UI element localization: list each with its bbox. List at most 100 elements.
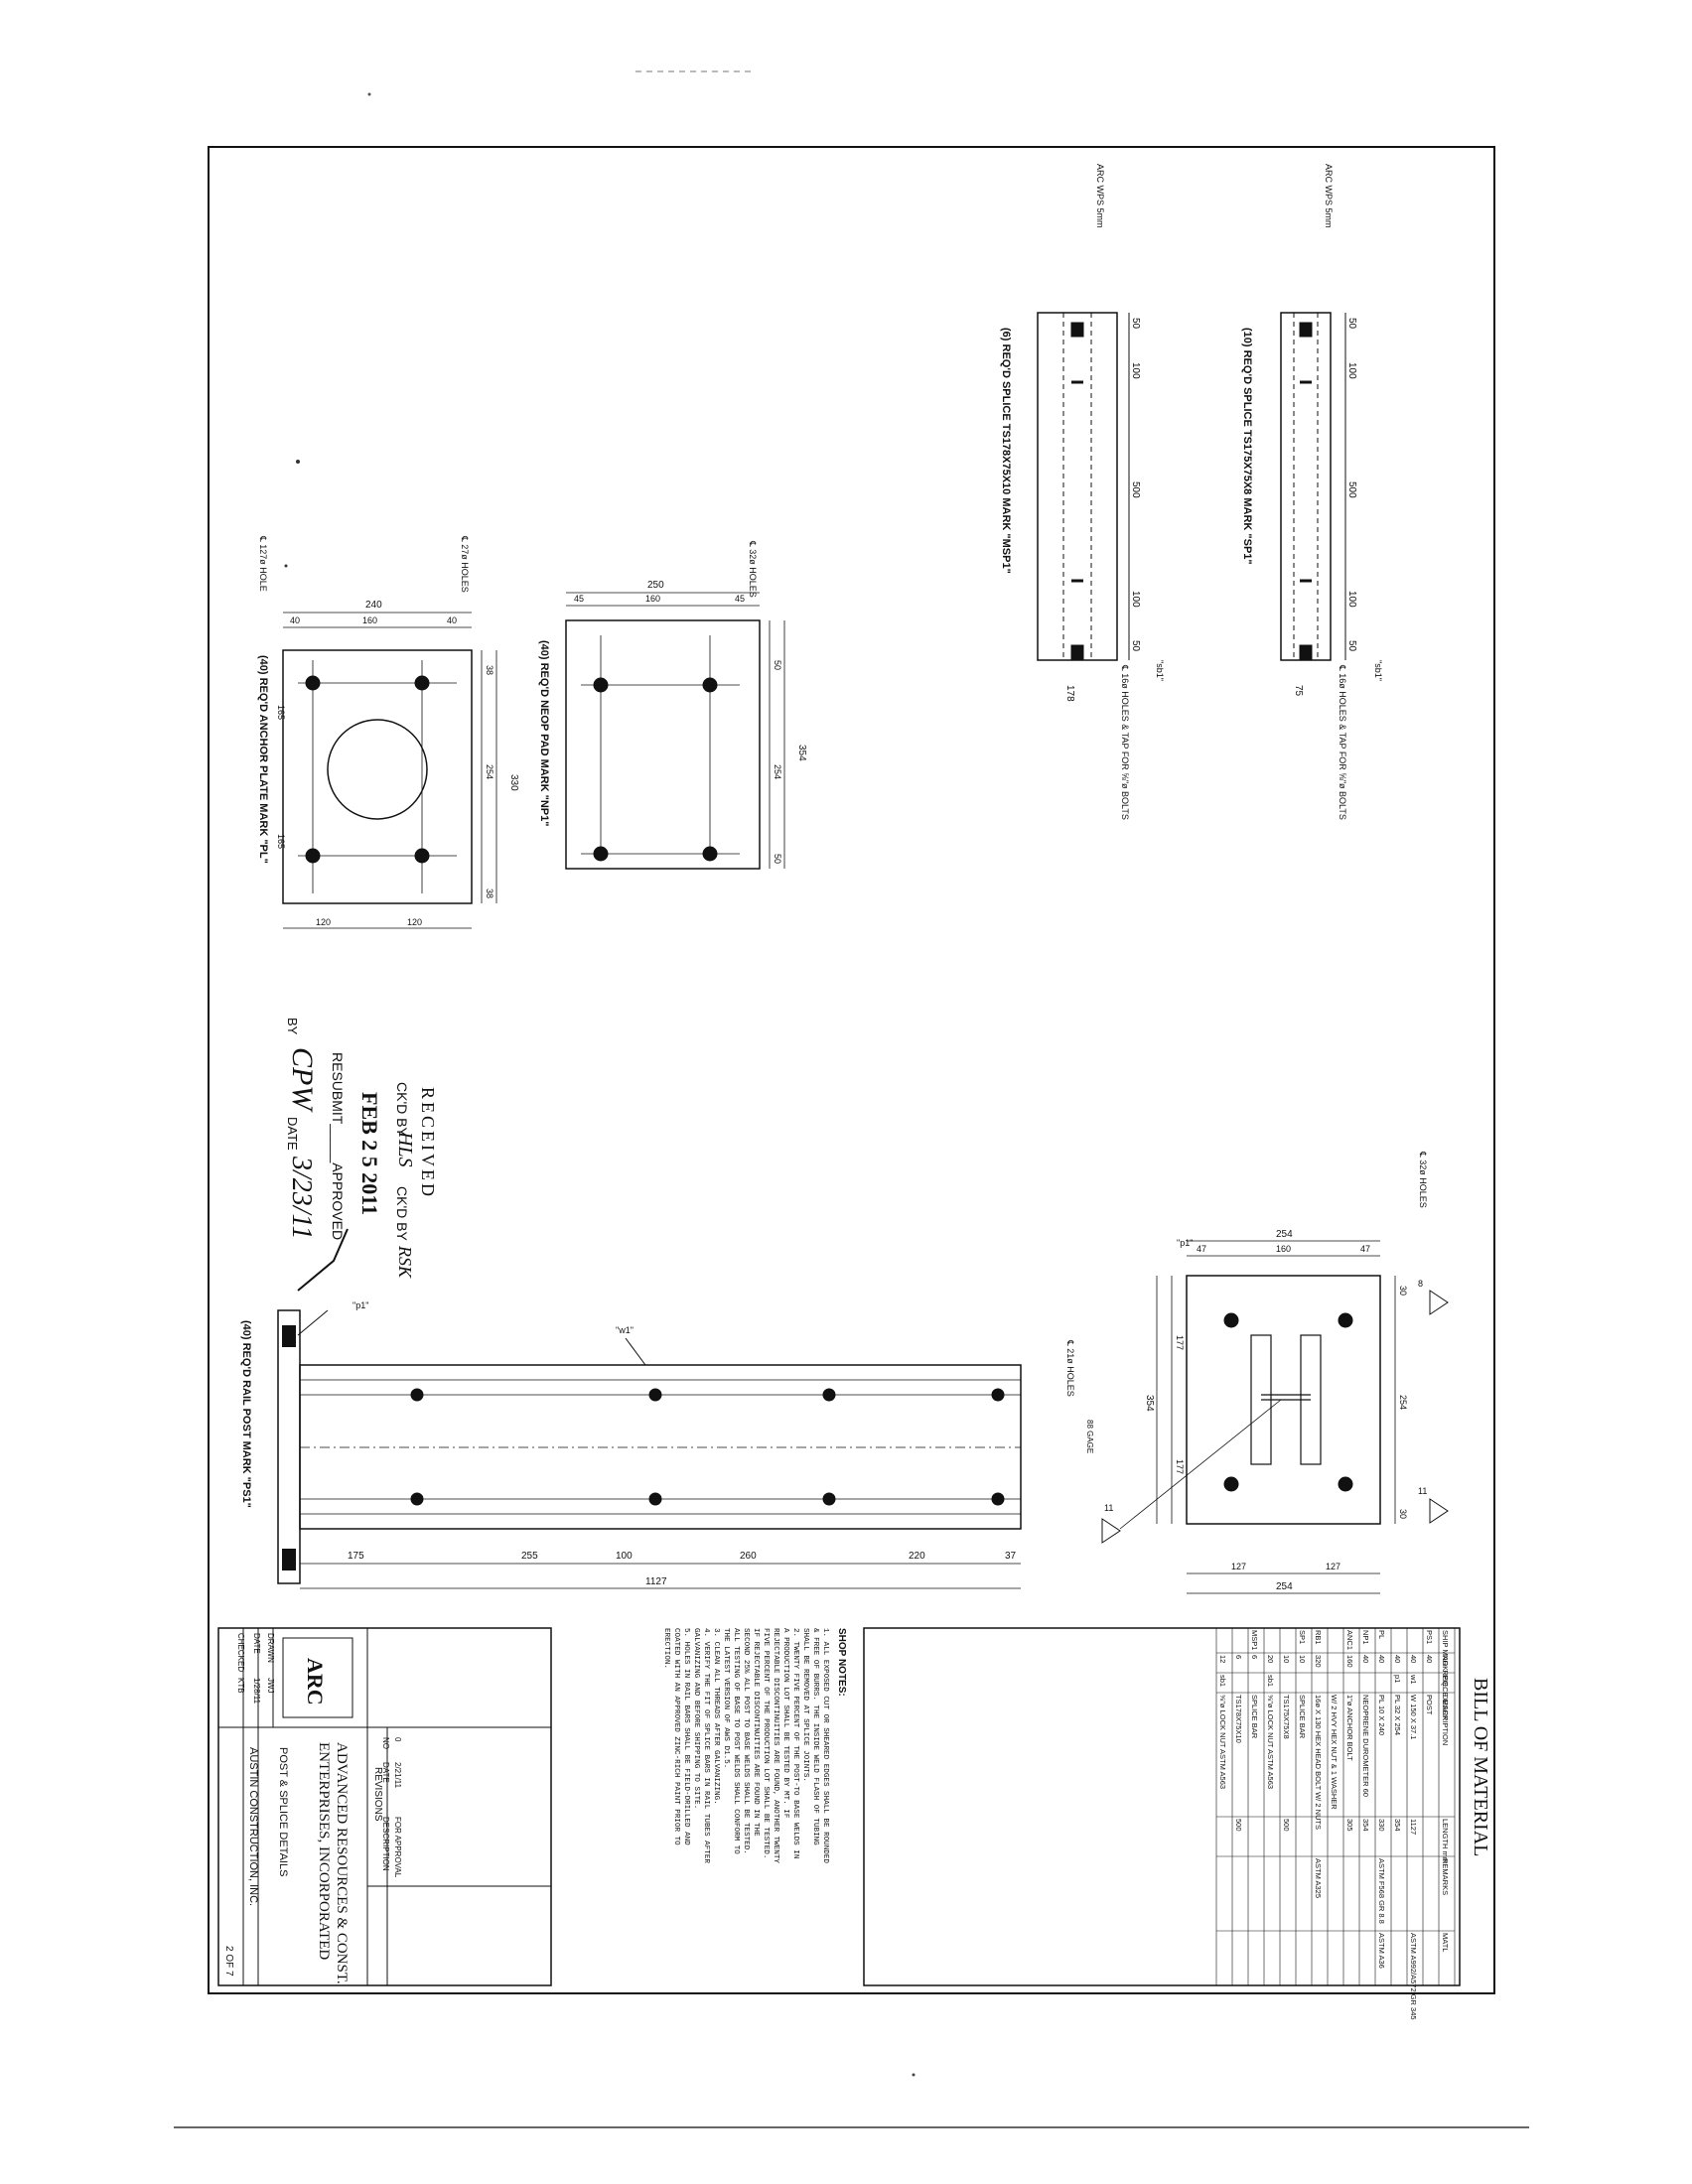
bom-cell: ASTM F568 GR 8.8	[1377, 1858, 1386, 1924]
sp1-caption: (10) REQ'D SPLICE TS175X75X8 MARK "SP1"	[1241, 328, 1253, 565]
post-dim-4: 260	[740, 1551, 757, 1562]
post-total: 1127	[645, 1576, 667, 1587]
bom-cell: 500	[1282, 1819, 1291, 1832]
shop-note-line: 5. HOLES IN RAIL BARS SHALL BE FIELD-DRI…	[682, 1628, 690, 1845]
bom-cell: 12	[1218, 1655, 1227, 1663]
np1-bot: 50	[773, 854, 782, 864]
msp1-dim-5: 50	[1130, 640, 1141, 652]
np1-edge-right: 45	[735, 594, 745, 604]
bom-grid	[1215, 1627, 1456, 1986]
post-mark-p1: "p1"	[352, 1300, 368, 1310]
shop-notes-title: SHOP NOTES:	[836, 1628, 847, 1697]
bom-cell: PL	[1377, 1630, 1386, 1639]
pl-hole	[414, 675, 430, 691]
bom-cell: ⅝"ø LOCK NUT ASTM A563	[1218, 1695, 1227, 1789]
shop-note-line: SHALL BE REMOVED AT SPLICE JOINTS.	[801, 1628, 809, 1782]
pl-r1: 165	[276, 705, 286, 720]
stamp-date-label: DATE	[285, 1117, 300, 1151]
base-side-1: 177	[1175, 1335, 1185, 1350]
pl-hole	[305, 675, 321, 691]
rev-header-description: DESCRIPTION	[381, 1817, 390, 1871]
bom-cell: NEOPRENE DUROMETER 60	[1361, 1695, 1370, 1797]
shop-note-line: A PRODUCTION LOT SHALL BE TESTED BY MT. …	[781, 1628, 789, 1819]
neoprene-pad-np1: 250 45 160 45 354 50 254 50 ℄ 32ø HOLES …	[538, 540, 807, 870]
sp1-dim-6: 75	[1293, 685, 1304, 697]
base-hole	[1338, 1476, 1353, 1492]
bom-cell: ASTM A992/A572 GR 345	[1409, 1933, 1418, 2020]
pl-width: 240	[365, 600, 382, 611]
bom-cell: PL 10 X 240	[1377, 1695, 1386, 1735]
bom-cell: 6	[1234, 1655, 1243, 1659]
bom-cell: ASTM A325	[1314, 1858, 1323, 1898]
base-right-2: 254	[1398, 1395, 1408, 1410]
pl-b1: 120	[316, 917, 331, 927]
pl-edge-right: 40	[447, 615, 457, 625]
bom-cell: 354	[1393, 1819, 1402, 1832]
np1-center: 160	[645, 594, 660, 604]
sp1-dim-3: 500	[1346, 481, 1357, 498]
post-hole	[822, 1388, 836, 1402]
base-right-1: 30	[1398, 1286, 1408, 1296]
bom-cell: ⅝"ø LOCK NUT ASTM A563	[1266, 1695, 1275, 1789]
date-label: DATE	[252, 1633, 261, 1654]
base-bottom-1: 127	[1231, 1562, 1246, 1571]
bom-cell: W/ 2 HVY HEX NUT & 1 WASHER	[1330, 1695, 1339, 1810]
base-hole	[1223, 1476, 1239, 1492]
bom-cell: PS1	[1425, 1630, 1434, 1644]
bom-header: MATL	[1441, 1933, 1450, 1952]
msp1-dim-1: 50	[1130, 318, 1141, 330]
np1-height: 354	[796, 745, 807, 761]
checked-value: KTB	[236, 1678, 245, 1694]
bom-cell: 500	[1234, 1819, 1243, 1832]
stamp-by-label: BY	[285, 1018, 300, 1035]
drawn-label: DRAWN	[266, 1633, 275, 1663]
bom-cell: TS175X75X8	[1282, 1695, 1291, 1739]
post-dim-5: 220	[909, 1551, 925, 1562]
stamp-ckd-label-2: CK'D BY	[394, 1186, 410, 1241]
splice-detail-sp1: 50 100 500 100 50 75 (10) REQ'D SPLICE T…	[1241, 164, 1383, 820]
rev-header-date: DATE	[381, 1762, 390, 1783]
bom-cell: 1127	[1409, 1819, 1418, 1835]
post-caption: (40) REQ'D RAIL POST MARK "PS1"	[240, 1320, 252, 1508]
shop-notes: SHOP NOTES: 1. ALL EXPOSED CUT OR SHEARE…	[662, 1628, 847, 1863]
bom-cell: 16ø X 130 HEX HEAD BOLT W/ 2 NUTS	[1314, 1695, 1323, 1830]
pl-holes-note-a: ℄ 27ø HOLES	[460, 535, 470, 593]
base-bottom-total: 254	[1276, 1581, 1293, 1592]
revisions-title: REVISIONS	[372, 1767, 383, 1822]
post-hole	[991, 1388, 1005, 1402]
post-hole	[648, 1388, 662, 1402]
bom-cell: 354	[1361, 1819, 1370, 1832]
bom-cell: 330	[1377, 1819, 1386, 1832]
pl-bot: 38	[485, 888, 494, 898]
base-top-1: 47	[1197, 1244, 1206, 1254]
company-line-2: ENTERPRISES, INCORPORATED	[316, 1742, 332, 1960]
post-hole	[410, 1388, 424, 1402]
stamp-date: FEB 2 5 2011	[357, 1092, 382, 1215]
shop-note-line: & FREE OF BURRS. THE INSIDE WELD FLASH O…	[811, 1628, 819, 1845]
base-side-2: 177	[1175, 1459, 1185, 1474]
msp1-dim-4: 100	[1130, 591, 1141, 608]
pl-center: 160	[362, 615, 377, 625]
bom-cell: 305	[1345, 1819, 1354, 1832]
shop-note-line: SECOND 25% ALL POST TO BASE WELDS SHALL …	[742, 1628, 750, 1854]
stamp-ckd-value-2: RSK	[395, 1245, 415, 1279]
msp1-weld-note: ARC WPS 5mm	[1095, 164, 1105, 228]
sp1-dim-5: 50	[1346, 640, 1357, 652]
bom-cell: NP1	[1361, 1630, 1370, 1645]
company-logo: ARC	[303, 1658, 328, 1706]
pl-edge-left: 40	[290, 615, 300, 625]
post-dim-6: 37	[1005, 1551, 1017, 1562]
bom-cell: W 150 X 37.1	[1409, 1695, 1418, 1739]
bom-header: PIECE MARK	[1441, 1675, 1450, 1720]
np1-width: 250	[647, 580, 664, 591]
bom-cell: 40	[1409, 1655, 1418, 1663]
post-hole	[822, 1492, 836, 1506]
pl-r2: 165	[276, 834, 286, 849]
base-top-total: 254	[1276, 1229, 1293, 1240]
np1-hole	[702, 846, 718, 862]
bom-title: BILL OF MATERIAL	[1470, 1678, 1491, 1856]
bom-cell: 20	[1266, 1655, 1275, 1663]
bom-cell: 6	[1250, 1655, 1259, 1659]
bom-cell: w1	[1409, 1674, 1418, 1685]
base-weld-a: 8	[1418, 1279, 1423, 1289]
